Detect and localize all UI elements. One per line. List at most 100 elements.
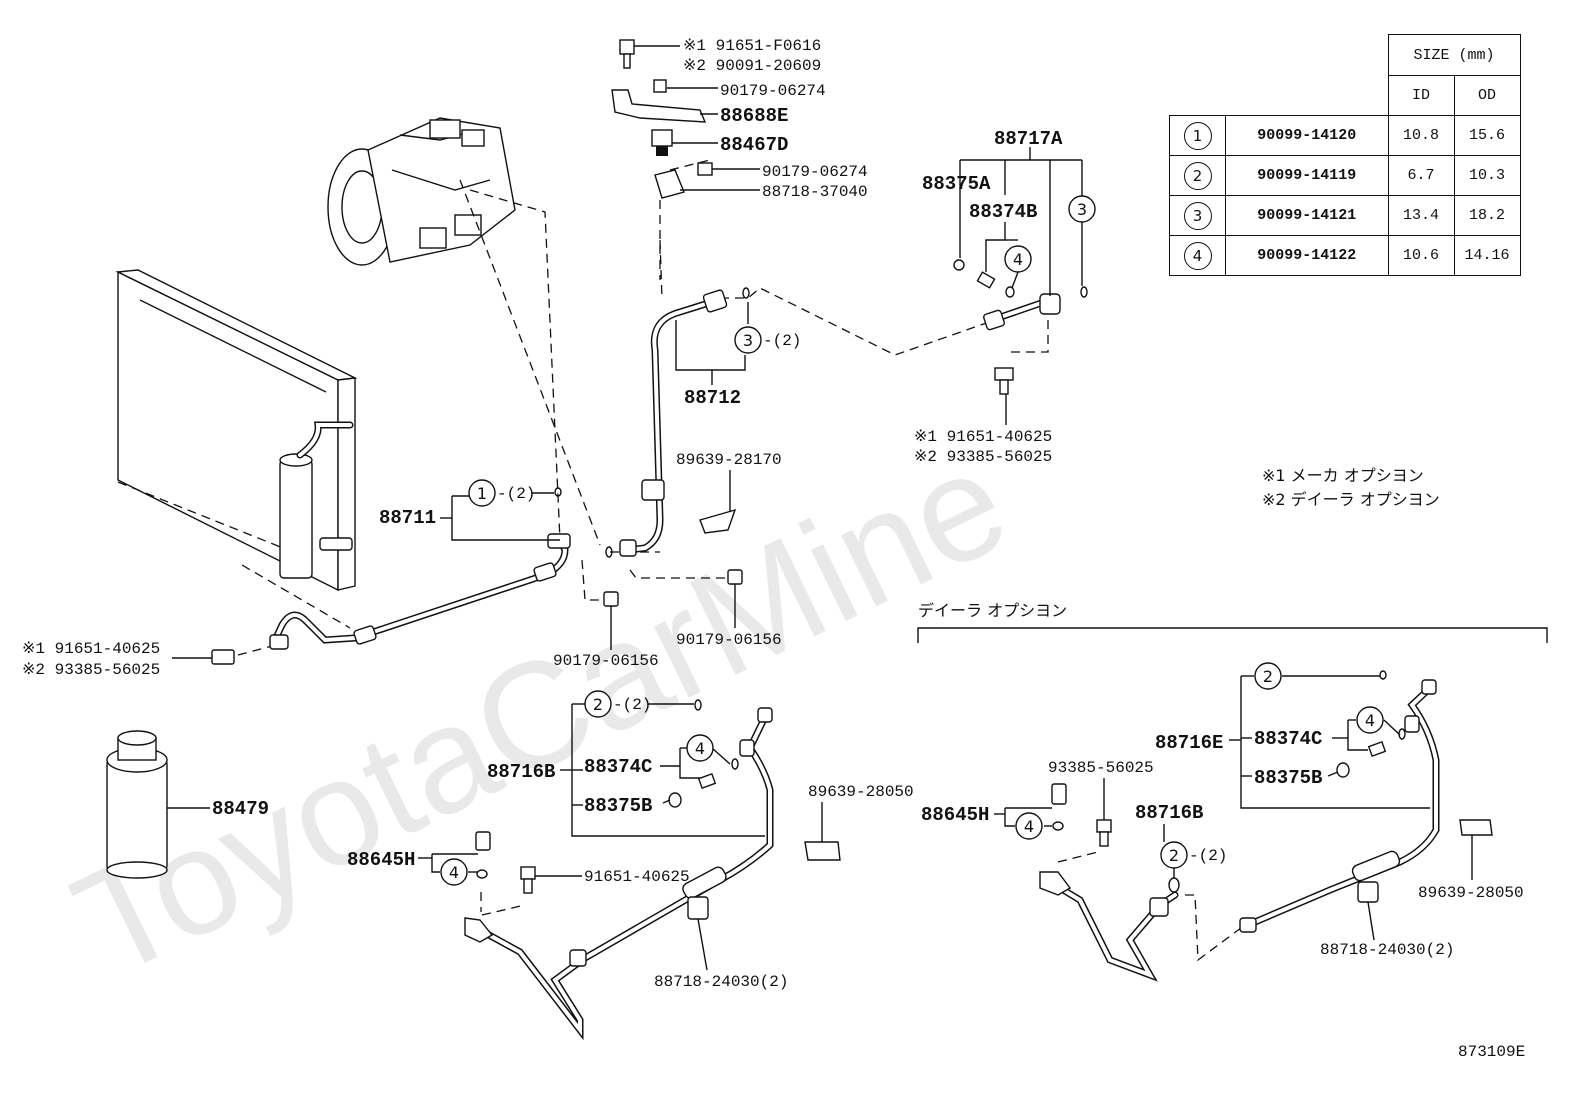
receiver-88479 <box>106 730 168 879</box>
note-dealer-option: ※2 デイーラ オプシヨン <box>1262 490 1440 509</box>
svg-text:1: 1 <box>477 484 487 503</box>
table-subheader-row: ID OD <box>1170 75 1521 116</box>
callout-circles: 3 3 4 1 2 4 4 2 4 4 2 <box>440 195 1384 886</box>
label-90179-06274-a: 90179-06274 <box>720 82 826 100</box>
guide-lines <box>117 159 1246 962</box>
callout-4-88374C-right: 4 <box>1356 706 1384 734</box>
svg-text:2: 2 <box>1263 667 1273 686</box>
callout-4-88645H-mid: 4 <box>440 858 468 886</box>
part-number: 90099-14121 <box>1225 195 1389 236</box>
label-1-qty: -(2) <box>497 485 535 503</box>
label-88375B-right: 88375B <box>1254 767 1322 789</box>
svg-text:3: 3 <box>743 331 753 350</box>
label-90179-06274-b: 90179-06274 <box>762 163 868 181</box>
ref-circle: 1 <box>1183 121 1212 150</box>
label-2-qty-right: -(2) <box>1189 847 1227 865</box>
label-88375B-mid: 88375B <box>584 795 652 817</box>
size-header: SIZE (mm) <box>1387 34 1521 76</box>
inner-diameter: 6.7 <box>1387 155 1455 196</box>
label-88718-24030-mid: 88718-24030(2) <box>654 973 788 991</box>
callout-4-88374C-mid: 4 <box>686 734 714 762</box>
table-row: 1 90099-14120 10.8 15.6 <box>1169 115 1521 156</box>
label-93385-56025-left: ※2 93385-56025 <box>22 661 160 679</box>
table-row: 2 90099-14119 6.7 10.3 <box>1169 155 1521 196</box>
label-91651-40625-mid: 91651-40625 <box>584 868 690 886</box>
label-88467D: 88467D <box>720 134 788 156</box>
label-88645H-right: 88645H <box>921 804 989 826</box>
outer-diameter: 18.2 <box>1453 195 1521 236</box>
inner-diameter: 10.8 <box>1387 115 1455 156</box>
part-labels: ※1 91651-F0616 ※2 90091-20609 90179-0627… <box>22 37 1525 1061</box>
label-88716B-mid: 88716B <box>487 761 555 783</box>
callout-3-88712: 3 <box>734 326 762 354</box>
callout-2-mid: 2 <box>584 690 612 718</box>
svg-text:2: 2 <box>1169 846 1179 865</box>
col-id-header: ID <box>1387 75 1455 116</box>
outer-diameter: 10.3 <box>1453 155 1521 196</box>
orings <box>211 287 750 665</box>
svg-text:2: 2 <box>593 695 603 714</box>
svg-text:4: 4 <box>1013 250 1023 269</box>
label-89639-28170: 89639-28170 <box>676 451 782 469</box>
part-number: 90099-14122 <box>1225 235 1389 276</box>
label-91651-F0616: ※1 91651-F0616 <box>683 37 821 55</box>
dealer-option-bracket <box>917 627 1548 643</box>
label-88374C-right: 88374C <box>1254 728 1322 750</box>
label-88374B: 88374B <box>969 201 1037 223</box>
label-88718-37040: 88718-37040 <box>762 183 868 201</box>
callout-2-88716B-right: 2 <box>1160 841 1188 869</box>
label-90091-20609: ※2 90091-20609 <box>683 57 821 75</box>
callout-1-88711: 1 <box>468 479 496 507</box>
ref-circle: 4 <box>1183 241 1212 270</box>
oring-size-table: SIZE (mm) ID OD 1 90099-14120 10.8 15.6 … <box>1169 34 1521 276</box>
label-88716E: 88716E <box>1155 732 1223 754</box>
compressor <box>327 117 516 266</box>
label-88711: 88711 <box>379 507 436 529</box>
label-91651-40625-top: ※1 91651-40625 <box>914 428 1052 446</box>
pipe-88716B-right <box>1039 783 1180 982</box>
figure-id: 873109E <box>1458 1043 1525 1061</box>
part-number: 90099-14119 <box>1225 155 1389 196</box>
part-number: 90099-14120 <box>1225 115 1389 156</box>
svg-text:3: 3 <box>1077 200 1087 219</box>
label-89639-28050-right: 89639-28050 <box>1418 884 1524 902</box>
svg-text:4: 4 <box>1024 817 1034 836</box>
bracket-parts <box>611 39 713 280</box>
table-header-row: SIZE (mm) <box>1170 34 1521 76</box>
table-row: 3 90099-14121 13.4 18.2 <box>1169 195 1521 236</box>
callout-2-right: 2 <box>1254 662 1282 690</box>
pipe-88711 <box>269 533 571 650</box>
col-od-header: OD <box>1453 75 1521 116</box>
label-90179-06156-left: 90179-06156 <box>553 652 659 670</box>
callout-4-88645H-right: 4 <box>1015 812 1043 840</box>
label-89639-28050-mid: 89639-28050 <box>808 783 914 801</box>
label-88479: 88479 <box>212 798 269 820</box>
leader-lines <box>167 45 1473 971</box>
label-88718-24030-right: 88718-24030(2) <box>1320 941 1454 959</box>
outer-diameter: 14.16 <box>1453 235 1521 276</box>
label-3-qty: -(2) <box>763 332 801 350</box>
ref-circle: 2 <box>1183 161 1212 190</box>
receiver-tank <box>279 421 354 579</box>
label-91651-40625-left: ※1 91651-40625 <box>22 640 160 658</box>
label-88645H-mid: 88645H <box>347 849 415 871</box>
label-88375A: 88375A <box>922 173 991 195</box>
pipe-88712 <box>619 289 728 557</box>
label-88717A: 88717A <box>994 128 1063 150</box>
label-2-qty-mid: -(2) <box>613 696 651 714</box>
callout-4-88374B: 4 <box>1004 245 1032 273</box>
label-88712: 88712 <box>684 387 741 409</box>
svg-text:4: 4 <box>1365 711 1375 730</box>
pipe-88716E <box>1239 670 1493 933</box>
pipe-88717A <box>953 259 1088 395</box>
label-88688E: 88688E <box>720 105 788 127</box>
label-90179-06156-right: 90179-06156 <box>676 631 782 649</box>
note-maker-option: ※1 メーカ オプシヨン <box>1262 466 1424 485</box>
label-93385-56025-top: ※2 93385-56025 <box>914 448 1052 466</box>
label-88374C-mid: 88374C <box>584 756 652 778</box>
label-88716B-right: 88716B <box>1135 802 1203 824</box>
svg-text:4: 4 <box>695 739 705 758</box>
svg-text:4: 4 <box>449 863 459 882</box>
table-row: 4 90099-14122 10.6 14.16 <box>1169 235 1521 276</box>
